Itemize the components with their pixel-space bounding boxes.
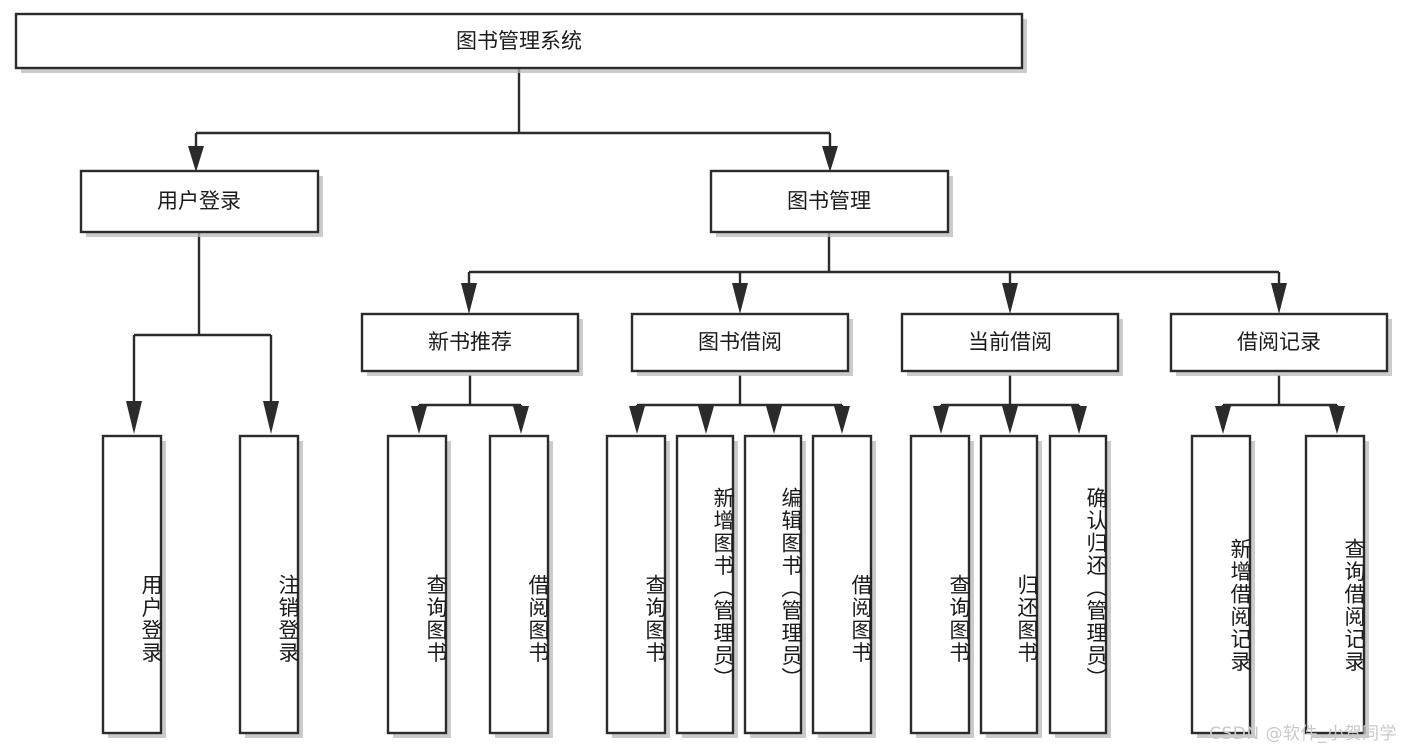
leaf-node-current-confirm-return[interactable] <box>1048 434 1111 738</box>
leaf-node-borrow-query[interactable] <box>605 434 670 738</box>
node-user-login[interactable]: 用户登录 <box>79 169 323 237</box>
arrow-borrow-record-leaf-1 <box>1215 406 1231 434</box>
connectors-group <box>126 68 1345 434</box>
leaf-node-current-return[interactable] <box>979 434 1042 738</box>
node-root[interactable]: 图书管理系统 <box>14 12 1027 73</box>
root-label: 图书管理系统 <box>456 29 582 53</box>
leaf-borrow-edit-book-box[interactable] <box>743 434 803 735</box>
leaf-node-record-query[interactable] <box>1304 434 1369 738</box>
book-management-box[interactable] <box>709 169 950 234</box>
borrow-record-box[interactable] <box>1169 312 1389 373</box>
book-management-label: 图书管理 <box>787 189 871 213</box>
leaf-node-newbook-borrow[interactable] <box>488 434 553 738</box>
new-book-recommend-box[interactable] <box>360 312 580 373</box>
leaf-node-user-login-login[interactable] <box>101 434 166 738</box>
borrow-record-label: 借阅记录 <box>1237 330 1321 354</box>
leaf-borrow-borrow-book-box[interactable] <box>811 434 873 735</box>
current-borrow-box[interactable] <box>900 312 1120 373</box>
leaf-current-confirm-return-box[interactable] <box>1048 434 1108 735</box>
root-box[interactable] <box>14 12 1024 70</box>
arrow-current-borrow-leaf-2 <box>1002 406 1018 434</box>
arrow-book-borrow-leaf-1 <box>629 406 645 434</box>
arrow-current-borrow-leaf-1 <box>933 406 949 434</box>
leaf-current-return-box[interactable] <box>979 434 1039 735</box>
arrow-current-borrow-leaf-3 <box>1071 406 1087 434</box>
arrow-book-borrow-leaf-3 <box>766 406 782 434</box>
node-borrow-record[interactable]: 借阅记录 <box>1169 312 1392 376</box>
arrow-to-user-login <box>188 146 204 172</box>
user-login-box[interactable] <box>79 169 320 234</box>
leaf-record-query-box[interactable] <box>1304 434 1366 735</box>
arrow-borrow-record-leaf-2 <box>1329 406 1345 434</box>
leaf-record-add-box[interactable] <box>1190 434 1252 735</box>
leaf-node-newbook-query[interactable] <box>386 434 451 738</box>
book-borrow-label: 图书借阅 <box>698 330 782 354</box>
leaf-node-borrow-edit-book[interactable] <box>743 434 806 738</box>
arrow-user-login-leaf-1 <box>126 401 142 434</box>
arrow-book-borrow-leaf-2 <box>698 406 714 434</box>
user-login-label: 用户登录 <box>157 189 241 213</box>
arrow-new-book-leaf-2 <box>513 406 529 434</box>
node-book-borrow[interactable]: 图书借阅 <box>630 312 853 376</box>
arrow-to-book-borrow <box>732 283 748 314</box>
current-borrow-label: 当前借阅 <box>968 330 1052 354</box>
leaf-current-query-box[interactable] <box>909 434 971 735</box>
leaf-borrow-add-book-box[interactable] <box>675 434 735 735</box>
new-book-recommend-label: 新书推荐 <box>428 330 512 354</box>
leaf-newbook-query-box[interactable] <box>386 434 448 735</box>
leaf-user-login-login-box[interactable] <box>101 434 163 735</box>
arrow-user-login-leaf-2 <box>263 401 279 434</box>
leaf-user-logout-box[interactable] <box>238 434 300 735</box>
arrow-book-borrow-leaf-4 <box>834 406 850 434</box>
arrow-to-borrow-record <box>1271 283 1287 314</box>
node-book-management[interactable]: 图书管理 <box>709 169 953 237</box>
leaf-node-borrow-borrow-book[interactable] <box>811 434 876 738</box>
csdn-watermark: CSDN @软件_小贺同学 <box>1209 724 1397 744</box>
arrow-to-current-borrow <box>1002 283 1018 314</box>
arrow-new-book-leaf-1 <box>411 406 427 434</box>
node-new-book-recommend[interactable]: 新书推荐 <box>360 312 583 376</box>
leaf-node-borrow-add-book[interactable] <box>675 434 738 738</box>
leaf-node-user-logout[interactable] <box>238 434 303 738</box>
arrow-to-book-mgmt <box>822 146 838 172</box>
leaf-newbook-borrow-box[interactable] <box>488 434 550 735</box>
leaf-borrow-query-box[interactable] <box>605 434 667 735</box>
leaf-node-current-query[interactable] <box>909 434 974 738</box>
book-borrow-box[interactable] <box>630 312 850 373</box>
node-current-borrow[interactable]: 当前借阅 <box>900 312 1123 376</box>
leaf-node-record-add[interactable] <box>1190 434 1255 738</box>
arrow-to-new-book <box>461 283 477 314</box>
